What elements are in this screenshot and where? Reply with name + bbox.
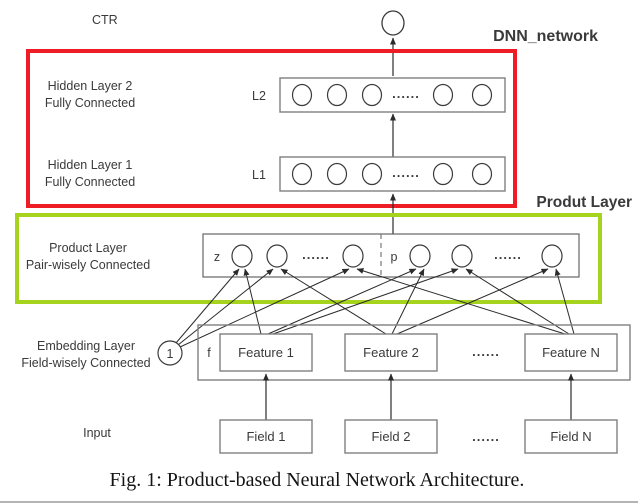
field-box-2 xyxy=(344,419,438,454)
l2-neuron xyxy=(291,83,313,107)
f-label: f xyxy=(207,346,211,360)
arrow-one-to-z2 xyxy=(177,268,274,346)
z-neuron xyxy=(342,244,364,268)
l2-layer-box xyxy=(279,77,506,113)
l2-neuron-dots: ...... xyxy=(392,86,420,101)
bias-one-label: 1 xyxy=(167,347,174,361)
hidden-layer-2-label-line2: Fully Connected xyxy=(45,96,135,110)
z-neuron-dots: ...... xyxy=(302,247,330,262)
z-neuron xyxy=(231,244,253,268)
field-box-1 xyxy=(219,419,313,454)
dnn-network-label: DNN_network xyxy=(493,28,598,45)
arrow-one-to-z1 xyxy=(175,268,240,344)
field-box-n xyxy=(524,419,618,454)
l1-neuron-dots: ...... xyxy=(392,165,420,180)
feature-2-label: Feature 2 xyxy=(363,345,419,360)
arrow-featureN-to-z3 xyxy=(356,268,566,335)
field-1-label: Field 1 xyxy=(246,429,285,444)
p-neuron xyxy=(409,244,431,268)
l2-neuron xyxy=(361,83,383,107)
feature-1-label: Feature 1 xyxy=(238,345,294,360)
ctr-label: CTR xyxy=(92,13,118,27)
l2-tag: L2 xyxy=(252,89,266,103)
feature-box-n xyxy=(524,333,618,372)
input-label: Input xyxy=(83,426,111,440)
product-layer-box xyxy=(202,233,580,278)
feature-n-label: Feature N xyxy=(542,345,600,360)
l1-neuron xyxy=(432,162,454,186)
l1-neuron xyxy=(291,162,313,186)
p-label: p xyxy=(391,250,398,264)
p-neuron xyxy=(541,244,563,268)
l2-neuron xyxy=(326,83,348,107)
embedding-layer-label-line2: Field-wisely Connected xyxy=(21,356,150,370)
dnn-network-box xyxy=(26,49,517,208)
hidden-layer-2-label-line1: Hidden Layer 2 xyxy=(48,79,133,93)
produt-layer-label: Produt Layer xyxy=(536,194,632,211)
feature-dots: ...... xyxy=(472,344,500,359)
l1-layer-box xyxy=(279,156,506,192)
feature-box-1 xyxy=(219,333,313,372)
product-layer-label-line1: Product Layer xyxy=(49,241,127,255)
arrow-feature2-to-z2 xyxy=(280,268,387,335)
p-neuron-dots: ...... xyxy=(494,247,522,262)
arrow-feature1-to-z1 xyxy=(243,268,262,335)
embedding-layer-box xyxy=(197,324,631,381)
hidden-layer-1-label-line2: Fully Connected xyxy=(45,175,135,189)
bias-one-circle xyxy=(157,340,183,366)
z-neuron xyxy=(266,244,288,268)
field-n-label: Field N xyxy=(550,429,591,444)
arrow-feature1-to-p2 xyxy=(272,268,459,335)
embedding-to-product-arrows xyxy=(175,268,575,348)
hidden-layer-1-label-line1: Hidden Layer 1 xyxy=(48,158,133,172)
l1-neuron xyxy=(471,162,493,186)
field-2-label: Field 2 xyxy=(371,429,410,444)
figure-caption: Fig. 1: Product-based Neural Network Arc… xyxy=(110,469,525,491)
arrow-feature2-to-p1 xyxy=(391,268,425,335)
output-neuron-circle xyxy=(381,10,405,36)
l2-neuron xyxy=(471,83,493,107)
field-dots: ...... xyxy=(472,429,500,444)
p-neuron xyxy=(451,244,473,268)
arrow-one-to-z3 xyxy=(179,268,350,348)
feature-box-2 xyxy=(344,333,438,372)
embedding-layer-label-line1: Embedding Layer xyxy=(37,339,135,353)
z-label: z xyxy=(214,250,220,264)
arrow-featureN-to-p3 xyxy=(554,268,575,335)
product-layer-green-box xyxy=(15,213,602,304)
l1-tag: L1 xyxy=(252,168,266,182)
arrow-featureN-to-p2 xyxy=(465,268,570,335)
l2-neuron xyxy=(432,83,454,107)
l1-neuron xyxy=(326,162,348,186)
product-layer-label-line2: Pair-wisely Connected xyxy=(26,258,150,272)
l1-neuron xyxy=(361,162,383,186)
arrow-feature2-to-p3 xyxy=(396,268,549,335)
